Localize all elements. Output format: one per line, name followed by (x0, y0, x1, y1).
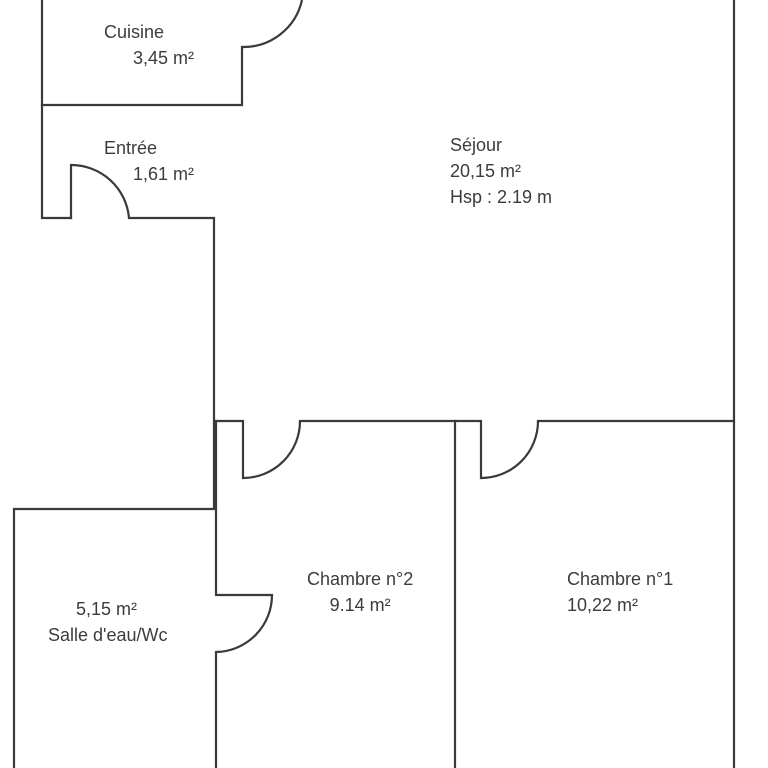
room-name: Salle d'eau/Wc (48, 625, 168, 645)
wall-entree-bottom (127, 216, 216, 510)
wall-left-upper (40, 0, 73, 220)
room-name: Séjour (450, 135, 503, 155)
room-area: 3,45 m² (133, 48, 195, 68)
room-chambre-2: Chambre n°2 9.14 m² (307, 566, 413, 618)
wall-bedrooms-top-b (298, 419, 483, 480)
room-name: Cuisine (104, 22, 165, 42)
room-area: 9.14 m² (329, 595, 391, 615)
room-area: 20,15 m² (450, 161, 522, 181)
room-salle-eau: 5,15 m² Salle d'eau/Wc (48, 596, 168, 648)
room-sejour: Séjour 20,15 m² Hsp : 2.19 m (450, 132, 552, 210)
room-area: 5,15 m² (76, 599, 138, 619)
door-salle-eau (215, 594, 274, 654)
room-area: 1,61 m² (133, 164, 195, 184)
door-chambre-1 (480, 420, 540, 480)
door-cuisine (241, 0, 304, 49)
door-chambre-2 (242, 420, 302, 480)
room-name: Chambre n°1 (567, 569, 674, 589)
wall-bedrooms-top-a (214, 419, 245, 480)
room-chambre-1: Chambre n°1 10,22 m² (567, 566, 673, 618)
room-cuisine: Cuisine 3,45 m² (104, 19, 194, 71)
room-name: Chambre n°2 (307, 569, 414, 589)
room-entree: Entrée 1,61 m² (104, 135, 194, 187)
room-area: 10,22 m² (567, 595, 639, 615)
room-name: Entrée (104, 138, 158, 158)
wall-cuisine-bottom (40, 45, 244, 107)
room-ceiling-height: Hsp : 2.19 m (450, 187, 553, 207)
door-entree (70, 163, 131, 219)
